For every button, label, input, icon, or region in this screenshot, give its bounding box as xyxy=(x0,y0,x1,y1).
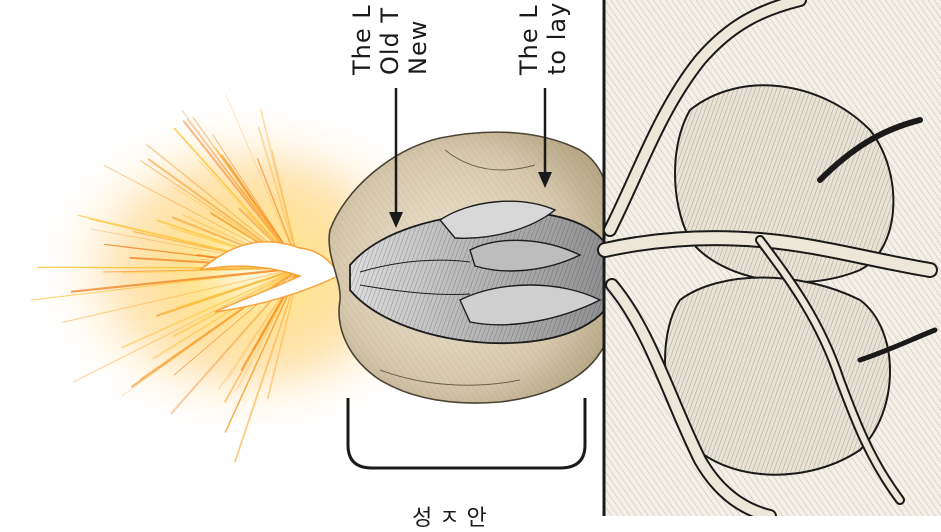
left-label-line-2: Old T xyxy=(376,4,404,75)
left-label-line-3: New xyxy=(404,4,432,75)
bottom-caption: 성 ㅈ 안 xyxy=(412,500,487,532)
right-label-line-2: to lay xyxy=(543,2,571,75)
right-label-line-1: The L xyxy=(515,2,543,75)
right-label-group: The L to lay xyxy=(515,2,571,75)
root-network-illustration xyxy=(603,0,941,516)
illustration-stage xyxy=(0,0,941,516)
bottom-bracket xyxy=(348,398,585,468)
left-label-line-1: The L xyxy=(348,4,376,75)
diagram-svg xyxy=(0,0,941,516)
left-label-group: The L Old T New xyxy=(348,4,432,75)
